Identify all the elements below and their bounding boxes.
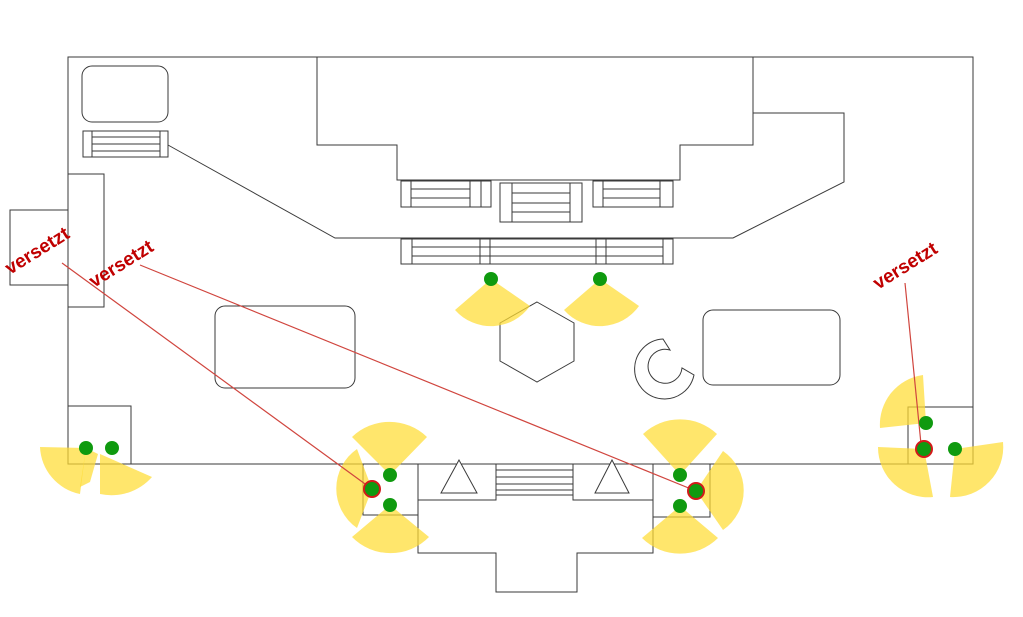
camera-dot <box>673 499 687 513</box>
moved-camera-dot <box>915 440 933 458</box>
coverage-cone <box>696 451 744 530</box>
entrance-block <box>417 464 654 593</box>
coverage-cone <box>40 447 86 494</box>
coverage-cone <box>877 447 933 498</box>
coverage-cone <box>100 454 152 496</box>
coverage-cones <box>40 279 1004 554</box>
upper-stage-outline <box>316 57 754 181</box>
rounded-room-right <box>702 309 841 386</box>
coverage-cone <box>642 506 718 554</box>
left-side-bay <box>67 173 105 308</box>
coverage-cone <box>352 505 429 554</box>
bench-upper-right <box>592 180 674 208</box>
rounded-room-left <box>214 305 356 389</box>
coverage-cone <box>564 279 639 327</box>
camera-dot <box>919 416 933 430</box>
benches <box>82 130 674 496</box>
camera-dot <box>484 272 498 286</box>
entrance-stairs <box>495 463 574 496</box>
coverage-cone <box>352 421 427 475</box>
cameras <box>79 272 962 513</box>
camera-dot <box>948 442 962 456</box>
coverage-cone <box>80 448 98 487</box>
leader-line <box>904 282 922 445</box>
moved-camera-dot <box>363 480 381 498</box>
coverage-cone <box>643 419 717 475</box>
bench-upper-center <box>499 182 583 223</box>
camera-dot <box>673 468 687 482</box>
coverage-cone <box>950 442 1004 498</box>
bench-upper-left <box>400 180 492 208</box>
coverage-cone <box>879 375 926 428</box>
left-annex <box>9 209 69 286</box>
triangle-marker-right <box>594 458 630 494</box>
moved-camera-dot <box>687 482 705 500</box>
c-shaped-structure <box>634 338 695 400</box>
camera-dot <box>383 498 397 512</box>
leader-line <box>139 264 697 492</box>
diagonal-hall-wall <box>167 112 845 239</box>
camera-dot <box>79 441 93 455</box>
leader-lines <box>61 262 922 492</box>
bench-long <box>400 238 674 265</box>
bench-topleft <box>82 130 169 158</box>
camera-dot <box>105 441 119 455</box>
rounded-room-topleft <box>81 65 169 123</box>
camera-dot <box>593 272 607 286</box>
leader-line <box>61 262 373 490</box>
coverage-cone <box>455 279 530 327</box>
camera-dot <box>383 468 397 482</box>
triangle-marker-left <box>440 458 478 494</box>
